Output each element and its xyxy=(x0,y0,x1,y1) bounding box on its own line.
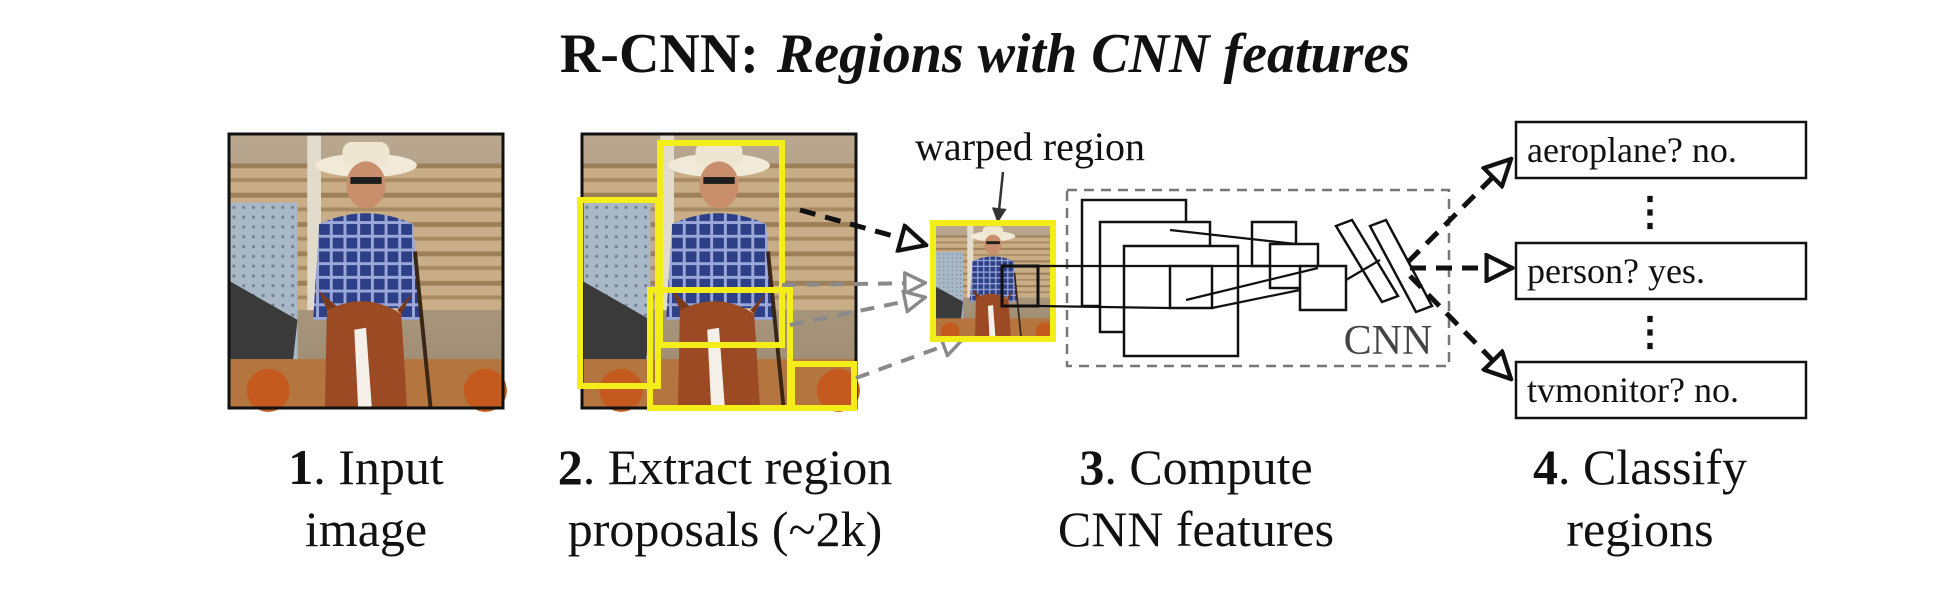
warped-region-pointer xyxy=(991,171,1007,223)
cnn-label: CNN xyxy=(1344,318,1433,364)
cnn-fc-layer-1 xyxy=(1334,218,1400,304)
class-text-tvmonitor: tvmonitor? no. xyxy=(1527,370,1739,410)
proposals-image xyxy=(580,132,862,414)
step-3-caption-line2: CNN features xyxy=(1058,501,1334,557)
cnn-connections xyxy=(1037,228,1319,310)
diagram-title: R-CNN: Regions with CNN features xyxy=(560,23,1410,85)
class-ellipsis-top: ⋮ xyxy=(1630,189,1670,234)
input-image-frame xyxy=(227,132,505,410)
class-text-person: person? yes. xyxy=(1527,251,1705,291)
step-1-line1: . Input xyxy=(313,439,444,495)
arrow-proposal-gray-3 xyxy=(855,340,960,380)
arrow-cnn-to-tvmonitor xyxy=(1408,274,1508,376)
step-4-number: 4 xyxy=(1533,439,1558,495)
class-box-aeroplane xyxy=(1514,120,1808,180)
cnn-fc-layer-2 xyxy=(1368,218,1434,314)
warped-region-frame xyxy=(930,220,1056,342)
step-2-caption-line1: 2. Extract region xyxy=(558,439,893,495)
step-3-number: 3 xyxy=(1079,439,1104,495)
arrow-proposal-to-warped xyxy=(799,207,922,244)
cnn-layers xyxy=(1080,198,1348,358)
class-box-tvmonitor xyxy=(1514,360,1808,420)
step-4-line1: . Classify xyxy=(1558,439,1747,495)
proposal-box-horse xyxy=(647,287,793,411)
step-4-caption-line2: regions xyxy=(1566,501,1713,557)
step-2-number: 2 xyxy=(558,439,583,495)
cnn-layer-2-front xyxy=(1298,264,1348,312)
input-image xyxy=(227,132,509,414)
cnn-fc-link-1 xyxy=(1345,259,1381,281)
step-4-caption-line1: 4. Classify xyxy=(1533,439,1747,495)
title-bold: R-CNN: xyxy=(560,23,759,85)
cnn-kernel-1 xyxy=(1168,264,1214,310)
step-2-caption-line2: proposals (~2k) xyxy=(568,501,883,557)
step-2-line1: . Extract region xyxy=(583,439,893,495)
warped-region-image xyxy=(932,222,1056,342)
step-3-caption-line1: 3. Compute xyxy=(1079,439,1312,495)
arrow-cnn-to-aeroplane xyxy=(1406,162,1508,264)
proposal-box-corner xyxy=(789,361,857,411)
warped-region-receptive-field xyxy=(1000,264,1040,308)
cnn-fc-layers xyxy=(1334,218,1434,314)
step-1-caption-line1: 1. Input xyxy=(288,439,444,495)
cnn-layer-1-front xyxy=(1122,244,1240,358)
class-box-person xyxy=(1514,241,1808,301)
title-italic: Regions with CNN features xyxy=(776,23,1410,85)
warped-region-label: warped region xyxy=(915,124,1145,169)
step-3-line1: . Compute xyxy=(1104,439,1312,495)
step-1-number: 1 xyxy=(288,439,313,495)
step-1-caption-line2: image xyxy=(305,501,427,557)
class-ellipsis-bottom: ⋮ xyxy=(1630,309,1670,354)
cnn-container xyxy=(1065,188,1451,368)
class-text-aeroplane: aeroplane? no. xyxy=(1527,130,1737,170)
